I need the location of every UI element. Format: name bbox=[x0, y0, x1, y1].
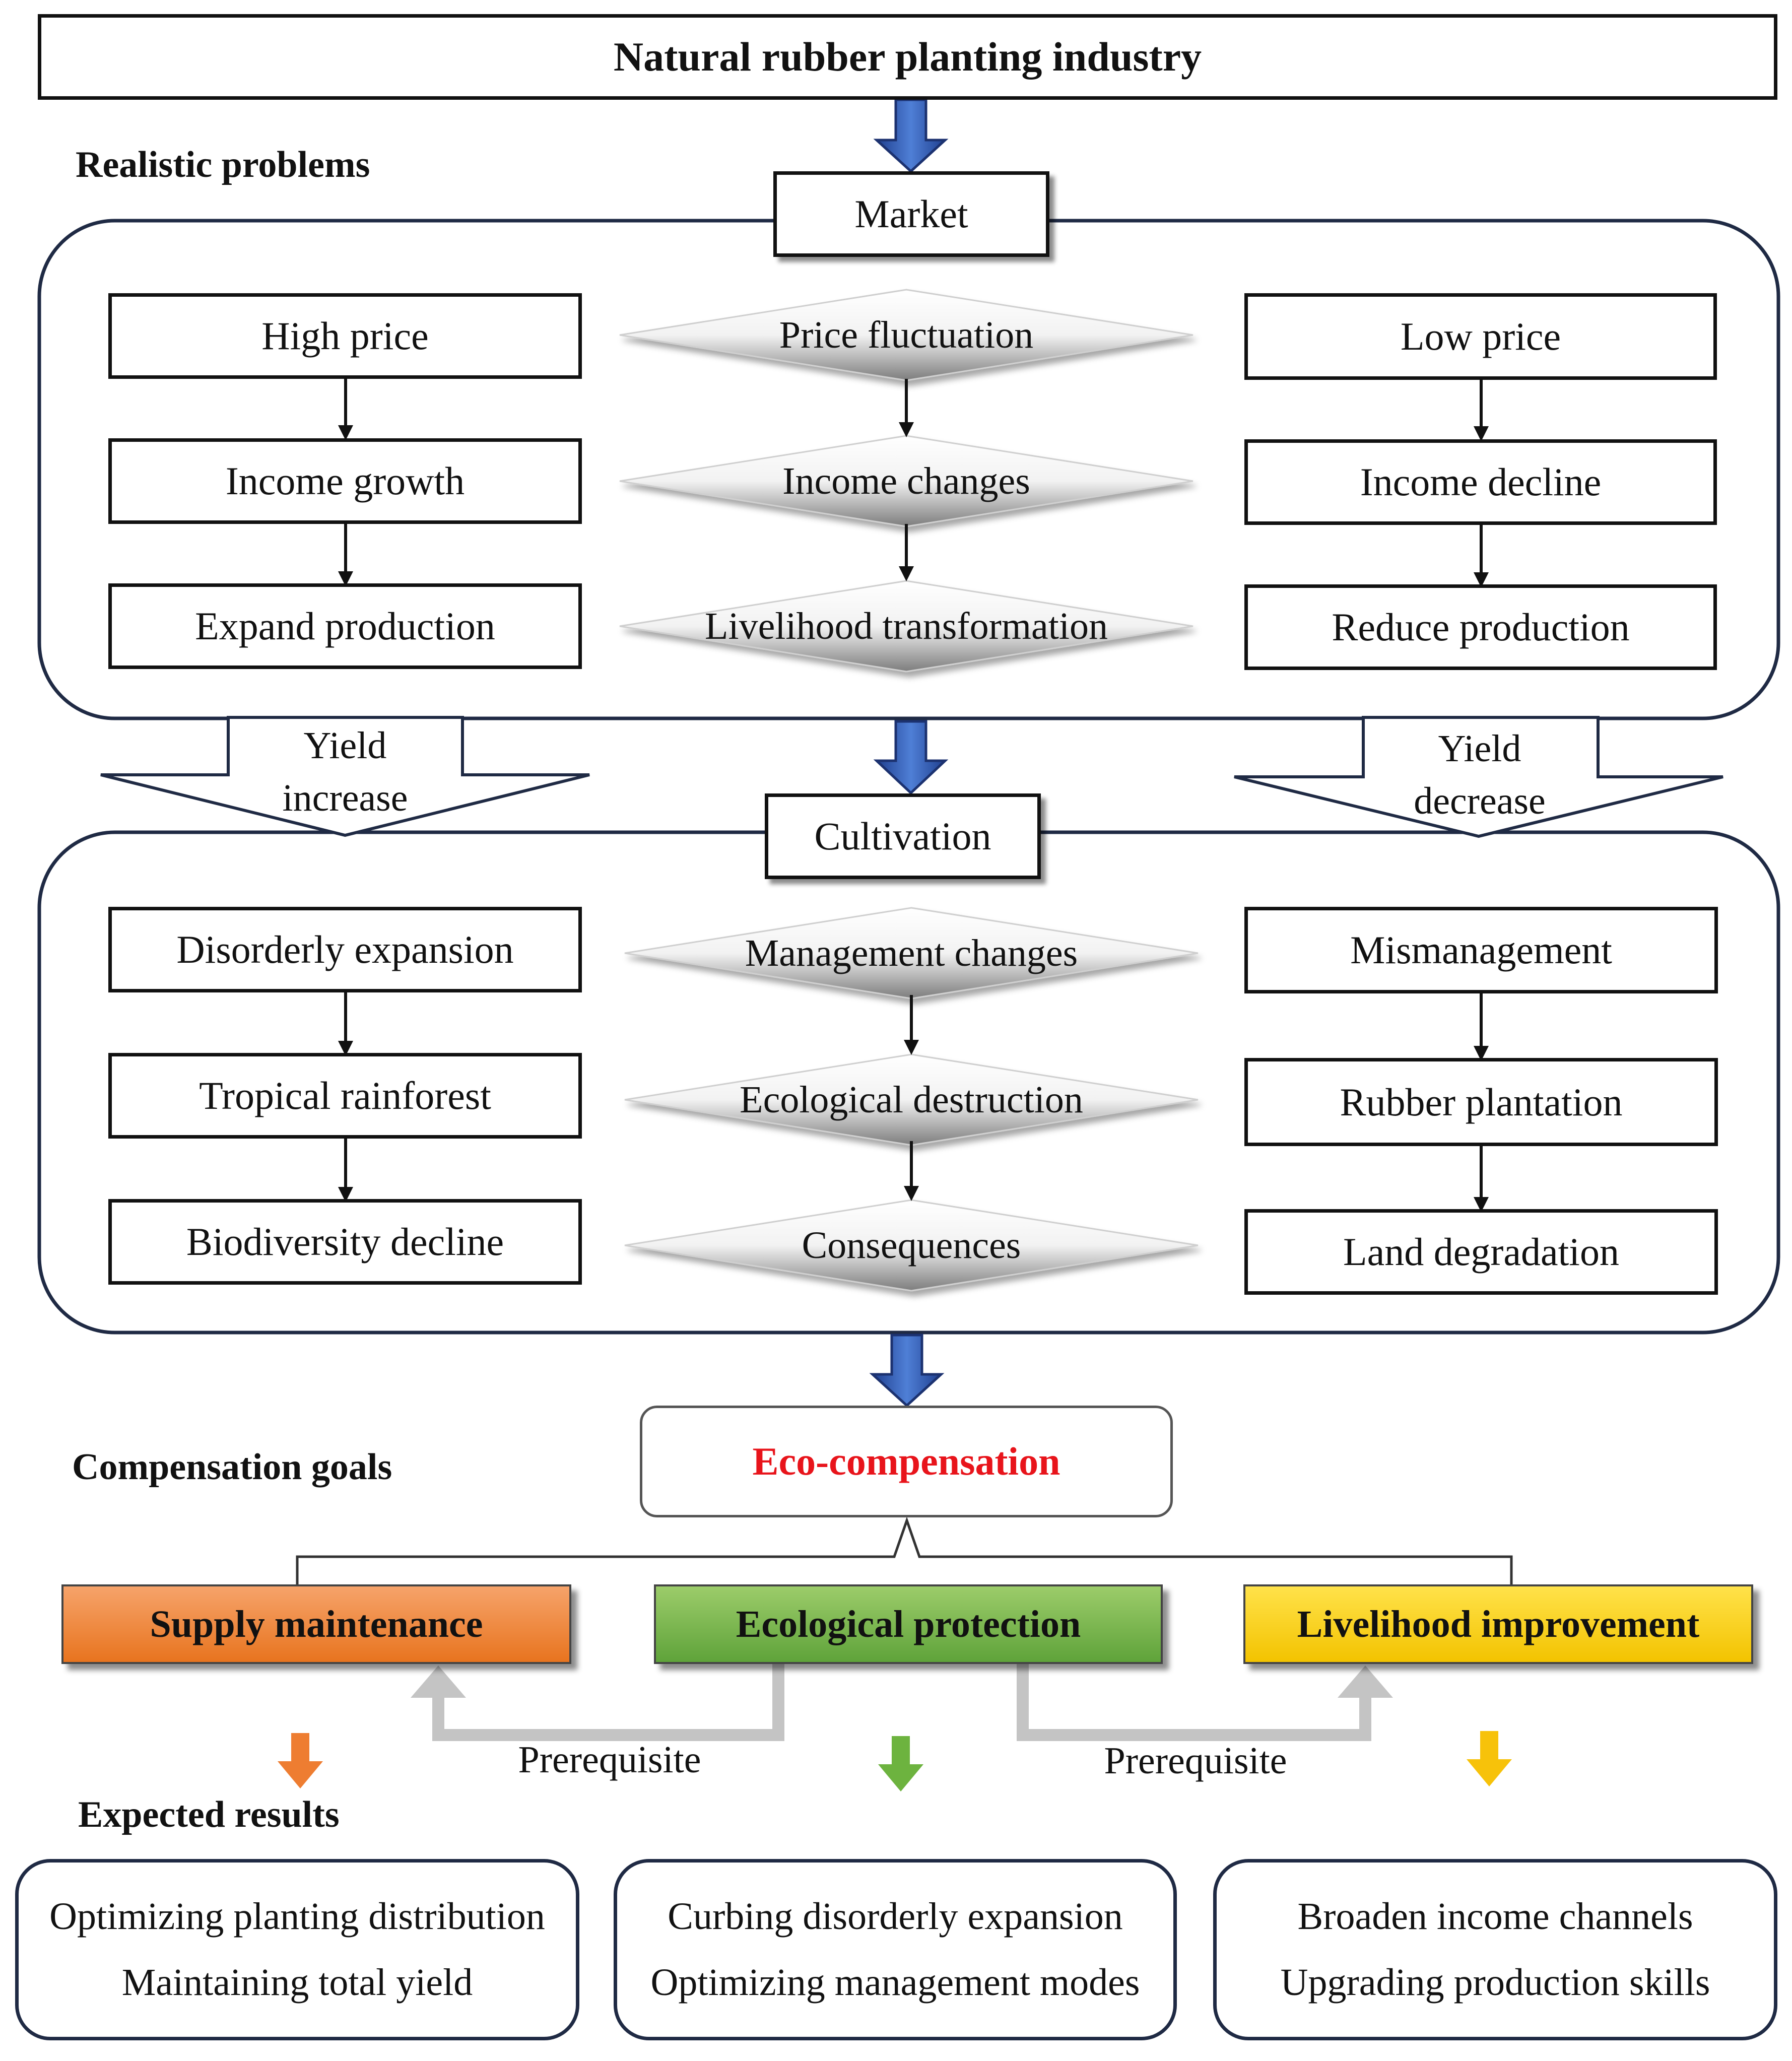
diamond-price-fluctuation bbox=[619, 289, 1193, 381]
label-ecological-destruction: Ecological destruction bbox=[740, 1078, 1083, 1121]
box-reduce-production-text: Reduce production bbox=[1332, 605, 1630, 649]
goal-ecological-protection-text: Ecological protection bbox=[736, 1603, 1081, 1645]
blue-arrow-3 bbox=[869, 1334, 945, 1408]
goal-supply-maintenance-text: Supply maintenance bbox=[150, 1603, 483, 1645]
diamond-ecological-destruction bbox=[624, 1053, 1199, 1146]
yield-decrease-line1: Yield bbox=[1438, 727, 1521, 770]
box-low-price-text: Low price bbox=[1400, 314, 1561, 358]
box-low-price: Low price bbox=[1244, 293, 1717, 380]
diamond-management-changes bbox=[624, 907, 1199, 1000]
box-income-growth: Income growth bbox=[108, 438, 582, 524]
result-ecological-line1: Curbing disorderly expansion bbox=[668, 1895, 1123, 1938]
goal-supply-maintenance: Supply maintenance bbox=[61, 1584, 571, 1664]
market-label: Market bbox=[773, 171, 1049, 257]
box-rubber-plantation-text: Rubber plantation bbox=[1340, 1080, 1623, 1124]
prerequisite-arrow-right bbox=[1017, 1664, 1371, 1741]
box-biodiversity-decline: Biodiversity decline bbox=[108, 1199, 582, 1285]
section-realistic-problems: Realistic problems bbox=[76, 144, 370, 185]
result-supply-line2: Maintaining total yield bbox=[121, 1961, 473, 2004]
result-box-livelihood: Broaden income channels Upgrading produc… bbox=[1213, 1859, 1777, 2040]
label-management-changes: Management changes bbox=[745, 932, 1078, 974]
eco-compensation-text: Eco-compensation bbox=[752, 1439, 1060, 1483]
page-title-text: Natural rubber planting industry bbox=[613, 34, 1202, 80]
market-label-text: Market bbox=[854, 192, 968, 236]
box-disorderly-expansion-text: Disorderly expansion bbox=[176, 927, 514, 971]
box-land-degradation: Land degradation bbox=[1244, 1209, 1718, 1295]
goal-down-arrow-yellow bbox=[1467, 1731, 1512, 1786]
yield-increase-line1: Yield bbox=[303, 724, 387, 767]
box-income-growth-text: Income growth bbox=[225, 459, 465, 503]
label-consequences: Consequences bbox=[802, 1224, 1021, 1267]
prerequisite-label-left: Prerequisite bbox=[518, 1739, 701, 1781]
label-income-changes: Income changes bbox=[782, 459, 1030, 502]
box-income-decline: Income decline bbox=[1244, 439, 1717, 525]
goal-down-arrow-green bbox=[878, 1736, 923, 1791]
box-high-price-text: High price bbox=[261, 314, 429, 358]
result-ecological-line2: Optimizing management modes bbox=[650, 1961, 1140, 2004]
box-income-decline-text: Income decline bbox=[1360, 460, 1602, 504]
box-tropical-rainforest-text: Tropical rainforest bbox=[199, 1074, 491, 1117]
section-expected-results: Expected results bbox=[78, 1794, 340, 1835]
result-livelihood-line1: Broaden income channels bbox=[1297, 1895, 1693, 1938]
goal-ecological-protection: Ecological protection bbox=[654, 1584, 1163, 1664]
prerequisite-label-right: Prerequisite bbox=[1104, 1740, 1287, 1782]
goal-bracket bbox=[296, 1516, 1513, 1588]
yield-decrease-line2: decrease bbox=[1414, 780, 1546, 822]
yield-decrease-arrow bbox=[1234, 716, 1723, 838]
label-price-fluctuation: Price fluctuation bbox=[779, 313, 1034, 356]
yield-decrease-label: Yield decrease bbox=[1371, 722, 1588, 827]
label-livelihood-transformation: Livelihood transformation bbox=[705, 605, 1108, 647]
diamond-livelihood-transformation bbox=[619, 580, 1193, 673]
goal-down-arrow-orange bbox=[278, 1733, 323, 1788]
yield-increase-line2: increase bbox=[282, 777, 408, 819]
box-biodiversity-decline-text: Biodiversity decline bbox=[186, 1220, 504, 1264]
blue-arrow-2 bbox=[873, 720, 949, 795]
result-supply-line1: Optimizing planting distribution bbox=[49, 1895, 545, 1938]
cultivation-label: Cultivation bbox=[765, 793, 1041, 879]
result-livelihood-line2: Upgrading production skills bbox=[1280, 1961, 1710, 2004]
goal-livelihood-improvement-text: Livelihood improvement bbox=[1297, 1603, 1700, 1645]
yield-increase-arrow bbox=[100, 716, 590, 837]
goal-livelihood-improvement: Livelihood improvement bbox=[1243, 1584, 1753, 1664]
eco-compensation-box: Eco-compensation bbox=[640, 1406, 1173, 1517]
box-reduce-production: Reduce production bbox=[1244, 584, 1717, 670]
box-mismanagement: Mismanagement bbox=[1244, 907, 1718, 993]
box-rubber-plantation: Rubber plantation bbox=[1244, 1058, 1718, 1146]
yield-increase-label: Yield increase bbox=[237, 719, 453, 824]
section-compensation-goals: Compensation goals bbox=[72, 1446, 392, 1488]
prerequisite-arrow-left bbox=[432, 1664, 784, 1741]
box-land-degradation-text: Land degradation bbox=[1343, 1230, 1619, 1274]
box-tropical-rainforest: Tropical rainforest bbox=[108, 1053, 582, 1139]
box-disorderly-expansion: Disorderly expansion bbox=[108, 907, 582, 992]
diamond-income-changes bbox=[619, 435, 1193, 527]
blue-arrow-1 bbox=[873, 98, 949, 173]
box-expand-production: Expand production bbox=[108, 583, 582, 669]
box-high-price: High price bbox=[108, 293, 582, 379]
box-expand-production-text: Expand production bbox=[195, 604, 495, 648]
cultivation-label-text: Cultivation bbox=[814, 814, 991, 858]
page-title: Natural rubber planting industry bbox=[38, 14, 1777, 100]
result-box-ecological: Curbing disorderly expansion Optimizing … bbox=[614, 1859, 1177, 2040]
diamond-consequences bbox=[624, 1199, 1199, 1292]
result-box-supply: Optimizing planting distribution Maintai… bbox=[15, 1859, 579, 2040]
box-mismanagement-text: Mismanagement bbox=[1350, 928, 1612, 972]
